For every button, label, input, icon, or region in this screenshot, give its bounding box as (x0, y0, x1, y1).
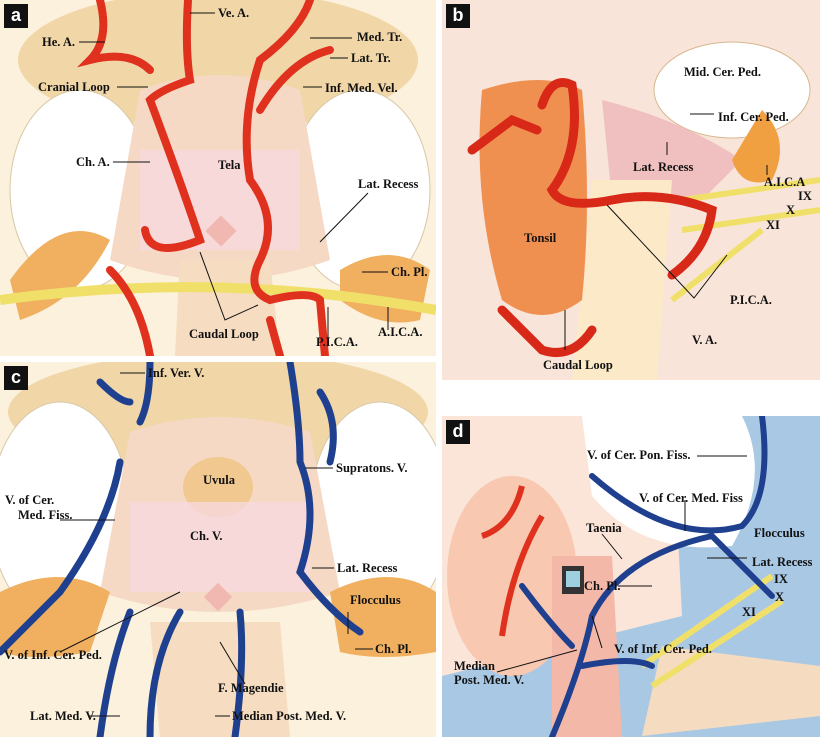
label-pica: P.I.C.A. (316, 335, 358, 349)
label-lat-recess: Lat. Recess (633, 160, 694, 174)
label-va: V. A. (692, 333, 718, 347)
label-ch-pl: Ch. Pl. (584, 579, 621, 593)
label-post-med-v: Post. Med. V. (454, 673, 525, 687)
label-inf-cer-ped: Inf. Cer. Ped. (718, 110, 789, 124)
panel-a-letter: a (4, 4, 28, 28)
label-v-of-cer-pon-fiss: V. of Cer. Pon. Fiss. (587, 448, 691, 462)
label-he-a: He. A. (42, 35, 75, 49)
label-v-of-inf-cer-ped: V. of Inf. Cer. Ped. (4, 648, 102, 662)
label-lat-med-v: Lat. Med. V. (30, 709, 96, 723)
label-f-magendie: F. Magendie (218, 681, 284, 695)
panel-c-letter: c (4, 366, 28, 390)
label-v-of-cer-med-fiss: V. of Cer. Med. Fiss (639, 491, 743, 505)
label-mid-cer-ped: Mid. Cer. Ped. (684, 65, 761, 79)
label-inf-med-vel: Inf. Med. Vel. (325, 81, 398, 95)
panel-c-illustration (0, 362, 436, 737)
label-taenia: Taenia (586, 521, 622, 535)
label-ch-v: Ch. V. (190, 529, 223, 543)
label-uvula: Uvula (203, 473, 235, 487)
panel-c-veins-posterior-view: c Inf. Ver. V. Uvula Supratons. V. V. of… (0, 362, 436, 737)
panel-d-veins-lateral-view: d V. of Cer. Pon. Fiss. V. of Cer. Med. … (442, 416, 820, 737)
label-ch-a: Ch. A. (76, 155, 110, 169)
label-aica: A.I.C.A (764, 175, 806, 189)
label-caudal-loop: Caudal Loop (189, 327, 259, 341)
label-nerve-ix: IX (774, 572, 788, 586)
panel-b-arteries-lateral-view: b Mid. Cer. Ped. Inf. Cer. Ped. Lat. Rec… (442, 0, 820, 380)
label-lat-tr: Lat. Tr. (351, 51, 391, 65)
label-nerve-x: X (786, 203, 796, 217)
label-tela: Tela (218, 158, 241, 172)
label-cranial-loop: Cranial Loop (38, 80, 110, 94)
label-med-tr: Med. Tr. (357, 30, 403, 44)
label-ch-pl: Ch. Pl. (391, 265, 428, 279)
label-nerve-xi: XI (766, 218, 780, 232)
label-pica: P.I.C.A. (730, 293, 772, 307)
label-lat-recess: Lat. Recess (337, 561, 398, 575)
label-flocculus: Flocculus (754, 526, 805, 540)
label-median-post-med-v: Median Post. Med. V. (232, 709, 347, 723)
panel-d-illustration (442, 416, 820, 737)
label-inf-ver-v: Inf. Ver. V. (148, 366, 205, 380)
label-ve-a: Ve. A. (218, 6, 250, 20)
label-v-of-cer: V. of Cer. (5, 493, 55, 507)
panel-a-arteries-posterior-view: a Ve. A. He. A. Med. Tr. Lat. Tr. Crania… (0, 0, 436, 356)
label-tonsil: Tonsil (524, 231, 557, 245)
label-supratons-v: Supratons. V. (336, 461, 408, 475)
label-lat-recess: Lat. Recess (752, 555, 813, 569)
label-ch-pl: Ch. Pl. (375, 642, 412, 656)
panel-b-letter: b (446, 4, 470, 28)
label-nerve-xi: XI (742, 605, 756, 619)
label-flocculus: Flocculus (350, 593, 401, 607)
label-caudal-loop: Caudal Loop (543, 358, 613, 372)
label-nerve-ix: IX (798, 189, 812, 203)
panel-b-illustration (467, 41, 820, 380)
panel-d-letter: d (446, 420, 470, 444)
label-nerve-x: X (775, 590, 785, 604)
label-median: Median (454, 659, 495, 673)
label-aica: A.I.C.A. (378, 325, 423, 339)
label-med-fiss: Med. Fiss. (18, 508, 73, 522)
label-lat-recess: Lat. Recess (358, 177, 419, 191)
label-v-of-inf-cer-ped: V. of Inf. Cer. Ped. (614, 642, 712, 656)
